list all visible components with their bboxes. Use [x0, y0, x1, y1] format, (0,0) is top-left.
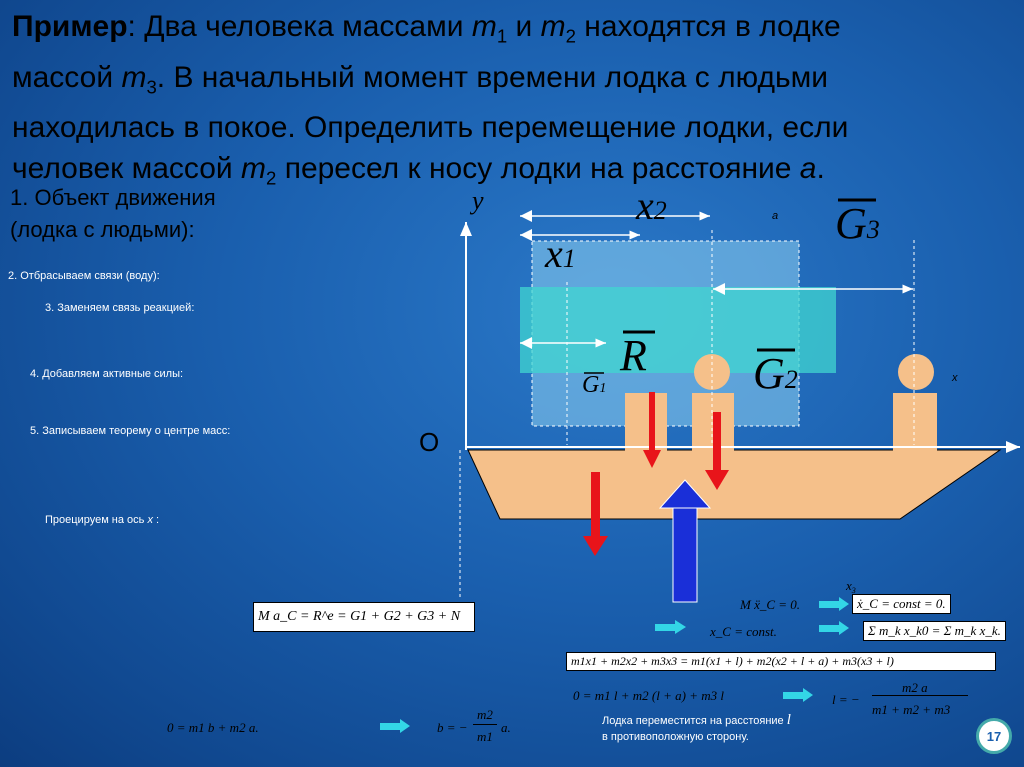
label-x2: x2: [636, 183, 667, 228]
step-4: 4. Добавляем активные силы:: [30, 368, 184, 380]
label-x1: x1: [545, 231, 576, 276]
step-1: 1. Объект движения (лодка с людьми):: [10, 185, 216, 242]
conclusion-text: Лодка переместится на расстояние l в про…: [602, 712, 791, 743]
step-3: 3. Заменяем связь реакцией:: [45, 302, 195, 314]
equation-long: m1x1 + m2x2 + m3x3 = m1(x1 + l) + m2(x2 …: [566, 652, 996, 671]
boat-hull: [467, 449, 1002, 520]
label-y-axis: y: [472, 186, 484, 215]
person-2-moved-body: [893, 393, 937, 451]
force-g2-arrow: [705, 412, 729, 490]
label-x-axis: x: [952, 372, 958, 384]
person-2-moved-head: [898, 354, 934, 390]
boat-shifted-rect: [520, 287, 836, 373]
step-6: Проецируем на ось x :: [45, 514, 160, 526]
person-1-body: [625, 393, 667, 451]
force-n-arrow: [658, 479, 712, 603]
equation-x3-label: x3: [846, 578, 856, 595]
equation-xc-const: x_C = const.: [710, 624, 777, 639]
label-g2: G2: [753, 349, 798, 398]
theorem-equation: M a_C = R^e = G1 + G2 + G3 + N: [253, 602, 475, 632]
equation-xc-dot: ẋ_C = const = 0.: [852, 594, 951, 614]
callout-arrow-1: [819, 597, 849, 611]
label-g1: G1: [582, 372, 607, 398]
label-g3: G3: [835, 199, 880, 248]
equation-b-solved: b = − m2 m1 a.: [437, 707, 511, 744]
equation-sum: Σ m_k x_k0 = Σ m_k x_k.: [863, 621, 1006, 641]
callout-arrow-5: [380, 719, 410, 733]
equation-zero: 0 = m1 l + m2 (l + a) + m3 l: [573, 688, 724, 703]
step-5: 5. Записываем теорему о центре масс:: [30, 425, 231, 437]
force-g1-arrow: [583, 472, 608, 556]
fraction-bar-l: [872, 695, 968, 696]
equation-b: 0 = m1 b + m2 a.: [167, 720, 259, 735]
step-2: 2. Отбрасываем связи (воду):: [8, 270, 160, 282]
problem-statement: Пример: Два человека массами m1 и m2 нах…: [12, 10, 849, 189]
title-prefix: Пример: [12, 10, 128, 43]
label-origin: O: [419, 427, 440, 457]
label-a: a: [772, 210, 779, 222]
callout-arrow-2: [655, 620, 686, 634]
callout-arrow-3: [819, 621, 849, 635]
person-2-head: [694, 354, 730, 390]
page-number-badge: 17: [976, 718, 1012, 754]
force-g1-small-arrow: [643, 392, 661, 468]
fraction-bar-b: [473, 724, 497, 725]
callout-arrow-4: [783, 688, 813, 702]
label-r: R: [620, 331, 647, 380]
equation-mxc: M ẍ_C = 0.: [740, 597, 801, 612]
